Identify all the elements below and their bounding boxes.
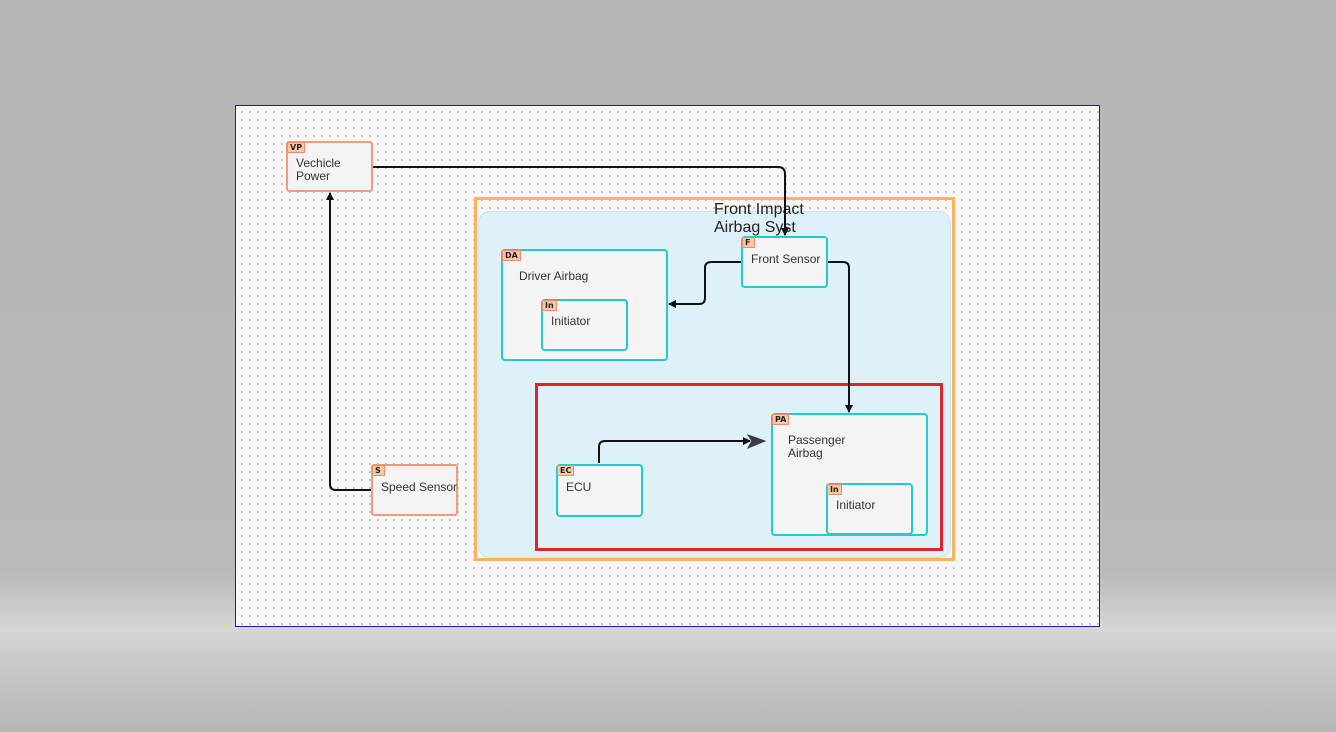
node-tag: PA xyxy=(772,414,790,425)
node-label: ECU xyxy=(566,480,592,494)
node-tag: DA xyxy=(502,250,521,261)
node-front-sensor[interactable]: F Front Sensor xyxy=(741,236,828,288)
node-label: Initiator xyxy=(551,314,591,328)
node-tag: In xyxy=(542,300,557,311)
node-speed-sensor[interactable]: S Speed Sensor xyxy=(371,464,458,516)
node-label: Vechicle Power xyxy=(296,156,341,183)
node-tag: EC xyxy=(557,465,575,476)
node-tag: S xyxy=(372,465,385,476)
system-group-border[interactable] xyxy=(474,197,955,561)
node-label: Front Sensor xyxy=(751,252,821,266)
connector-ecu-to-passenger-airbag[interactable] xyxy=(598,437,751,463)
connector-speed-sensor-to-vehicle-power[interactable] xyxy=(326,192,371,491)
connector-vehicle-power-to-front-sensor[interactable] xyxy=(373,166,789,236)
node-label: Driver Airbag xyxy=(519,269,589,283)
ecu-group-border[interactable] xyxy=(535,383,943,551)
node-passenger-initiator[interactable]: In Initiator xyxy=(826,483,913,535)
node-label: Initiator xyxy=(836,498,876,512)
connector-front-sensor-to-driver-airbag[interactable] xyxy=(668,261,741,308)
node-label: Speed Sensor xyxy=(381,480,458,494)
node-ecu[interactable]: EC ECU xyxy=(556,464,643,517)
node-tag: In xyxy=(827,484,842,495)
node-vehicle-power[interactable]: VP Vechicle Power xyxy=(286,141,373,192)
node-label: Passenger Airbag xyxy=(788,433,846,460)
connector-front-sensor-to-passenger-airbag[interactable] xyxy=(828,261,853,413)
node-driver-initiator[interactable]: In Initiator xyxy=(541,299,628,351)
system-group-title: Front Impact Airbag Syst xyxy=(714,201,804,236)
node-tag: F xyxy=(742,237,755,248)
node-tag: VP xyxy=(287,142,306,153)
arrowhead-open-triangle xyxy=(746,434,767,450)
